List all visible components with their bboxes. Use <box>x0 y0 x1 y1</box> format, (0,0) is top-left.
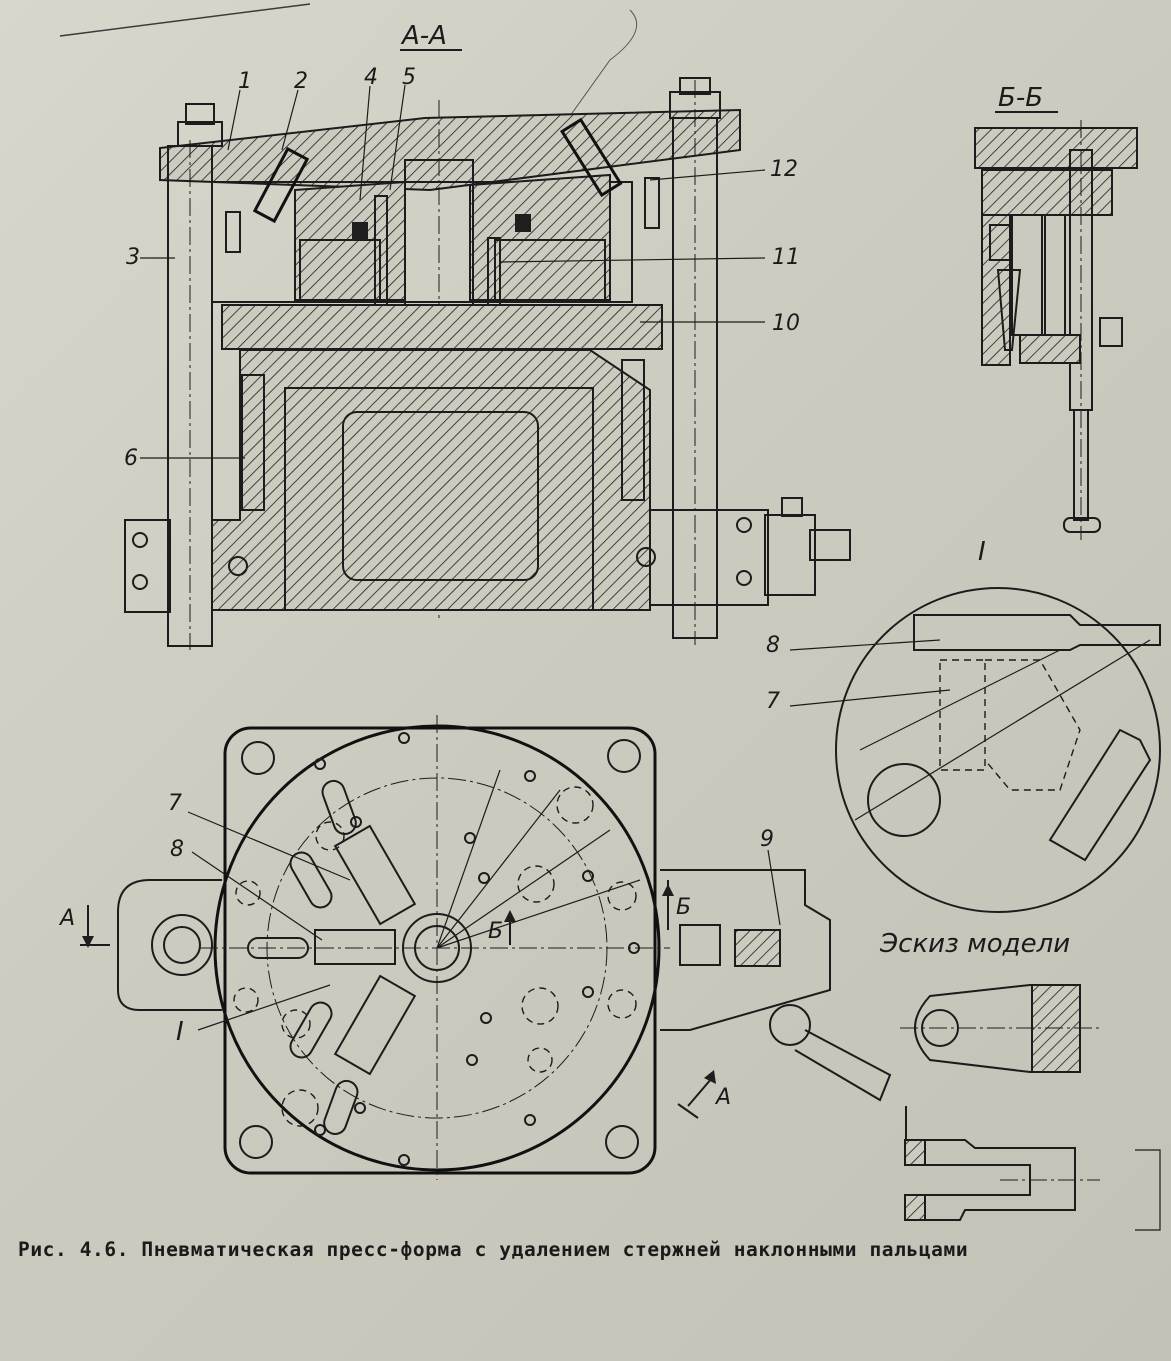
callout-7-plan: 7 <box>168 791 182 816</box>
model-sketch: Эскиз модели <box>879 929 1161 1231</box>
callout-6: 6 <box>124 446 138 471</box>
detail-circle <box>835 587 1161 913</box>
inclined-finger-2 <box>252 146 310 224</box>
section-bb-view: Б-Б <box>974 83 1138 540</box>
plate-10 <box>221 304 663 350</box>
column-right <box>621 359 645 501</box>
callout-4: 4 <box>364 65 378 90</box>
side-lug <box>117 879 222 1011</box>
detail-i-view: I 8 7 <box>766 537 1161 913</box>
callout-8-plan: 8 <box>170 837 184 862</box>
callout-10: 10 <box>772 311 800 336</box>
detail-finger-8 <box>913 614 1161 651</box>
detail-finger-7 <box>1048 728 1152 862</box>
marker-b-left: Б <box>488 919 503 944</box>
model-side-view <box>904 1139 1076 1221</box>
valve-body <box>764 514 816 596</box>
detail-hole <box>867 763 941 837</box>
valve-9 <box>660 869 831 1031</box>
callout-5: 5 <box>402 65 416 90</box>
callout-12: 12 <box>770 157 798 182</box>
plan-view: А А Б Б 7 8 9 I <box>58 715 892 1180</box>
callout-3: 3 <box>126 245 140 270</box>
callout-7-detail: 7 <box>766 689 780 714</box>
cylinder-window <box>342 411 539 581</box>
pencil-stroke <box>59 3 311 37</box>
plan-base-plate <box>223 726 657 1175</box>
callout-8-detail: 8 <box>766 633 780 658</box>
section-aa-view: А-А <box>124 21 851 650</box>
bb-top-plate <box>974 127 1138 169</box>
figure-caption: Рис. 4.6. Пневматическая пресс-форма с у… <box>18 1238 969 1261</box>
section-bb-title: Б-Б <box>998 83 1043 113</box>
section-aa-title: А-А <box>400 21 447 51</box>
mold-block <box>211 181 633 303</box>
marker-a-left: А <box>58 906 75 931</box>
plan-finger-7 <box>333 824 417 926</box>
base-bracket-right <box>649 509 769 606</box>
sketch-title: Эскиз модели <box>879 929 1070 959</box>
callout-i-plan: I <box>176 1017 184 1047</box>
inclined-finger-right <box>559 117 623 198</box>
detail-i-title: I <box>978 537 986 567</box>
callout-2: 2 <box>294 69 308 94</box>
top-clamp-plate <box>159 108 741 192</box>
plan-finger-lower <box>333 974 417 1076</box>
callout-9: 9 <box>760 827 774 852</box>
marker-a-bottom: А <box>714 1085 731 1110</box>
plan-finger-center <box>314 929 396 965</box>
callout-11: 11 <box>772 245 800 270</box>
pencil-stroke <box>559 9 638 131</box>
marker-b-right: Б <box>676 895 691 920</box>
base-bracket-left <box>124 519 171 613</box>
column-6 <box>241 374 265 511</box>
callout-1: 1 <box>238 69 252 94</box>
